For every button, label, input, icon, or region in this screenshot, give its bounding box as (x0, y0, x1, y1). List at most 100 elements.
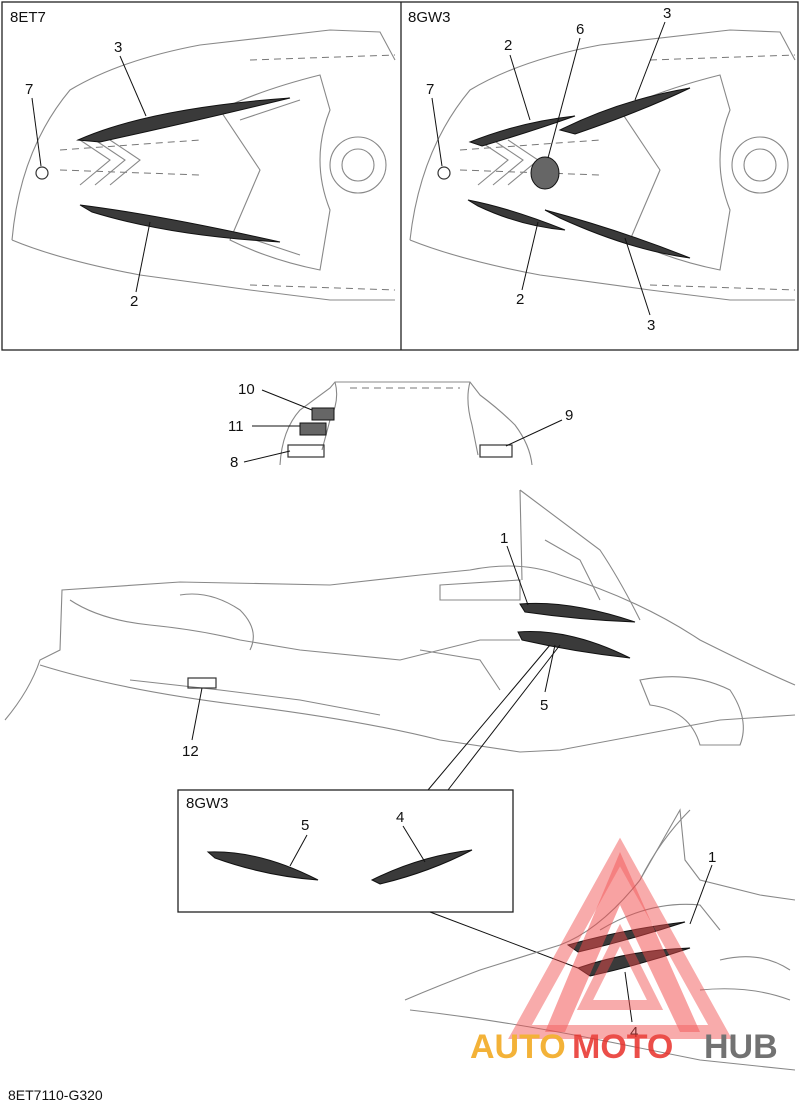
decal-2-upper (468, 115, 576, 147)
body-outline-top (4, 565, 796, 721)
top-panels: 8ET7 3 7 2 8GW3 (1, 1, 799, 351)
leader-8 (243, 450, 291, 463)
decal-10 (311, 407, 335, 421)
leader-s1 (506, 545, 529, 606)
inset-frame (177, 789, 514, 913)
watermark-triangle-outer (545, 852, 700, 1032)
decal-5-side (517, 631, 631, 659)
decal-2 (79, 204, 281, 243)
inset-panel: 8GW3 5 4 (177, 789, 579, 969)
callout-i5: 5 (301, 817, 309, 834)
leader-i5 (289, 834, 308, 867)
decal-2-lower (467, 199, 566, 231)
windshield-frame (219, 74, 331, 271)
right-panel-hood: 8GW3 2 6 3 7 2 3 (408, 5, 796, 334)
watermark-text-moto: MOTO (572, 1028, 673, 1066)
side-panel-lines (129, 649, 501, 716)
leader-9 (505, 419, 563, 447)
leader-r3a (634, 21, 666, 101)
decal-1-side (519, 602, 636, 623)
leader-r2b (521, 221, 539, 291)
callout-b4: 4 (630, 1024, 638, 1041)
leader-b4 (624, 971, 633, 1023)
headlight-ring (329, 136, 387, 194)
detail-outline-bottom (409, 1009, 796, 1071)
watermark-text-hub: HUB (704, 1028, 778, 1066)
panel-code-left: 8ET7 (10, 9, 46, 26)
diagram-code: 8ET7110-G320 (8, 1087, 103, 1103)
callout-s12: 12 (182, 743, 199, 760)
callout-r2b: 2 (516, 291, 524, 308)
leader-10 (261, 389, 313, 411)
hood-outline-lower-r (409, 239, 795, 301)
seat-bolster (179, 593, 254, 651)
side-view-snowmobile: 1 5 12 (4, 489, 796, 791)
headlight-inner (341, 148, 375, 182)
windshield-inner (239, 99, 301, 256)
leader-r7 (431, 97, 443, 167)
left-panel-hood: 8ET7 3 7 2 (10, 9, 396, 310)
decal-9 (479, 444, 513, 458)
emblem-spot-7-r (437, 166, 451, 180)
inset-link-c (429, 911, 579, 969)
leader-i4 (402, 825, 426, 863)
top-panel-frame (1, 1, 799, 351)
seat-line (69, 599, 520, 661)
callout-11: 11 (228, 418, 244, 435)
decal-11 (299, 422, 327, 436)
callout-7: 7 (25, 81, 33, 98)
windshield-frame-r (619, 74, 731, 271)
leader-s12 (191, 687, 203, 741)
leader-7 (31, 97, 42, 167)
hood-outline-upper (11, 29, 396, 241)
detail-side-lines (699, 956, 791, 1001)
body-outline-bottom (39, 664, 796, 753)
callout-r3a: 3 (663, 5, 671, 22)
callout-i4: 4 (396, 809, 404, 826)
automotohub-watermark: AUTO MOTO HUB (470, 837, 778, 1066)
decal-3-lower (544, 209, 691, 259)
inset-code: 8GW3 (186, 795, 229, 812)
decal-3 (76, 97, 291, 143)
hood-outline-lower (11, 239, 395, 301)
ski-front (639, 676, 744, 746)
inset-decal-4 (370, 849, 473, 885)
hood-chevrons (79, 139, 141, 186)
callout-r2a: 2 (504, 37, 512, 54)
callout-r6: 6 (576, 21, 584, 38)
callout-10: 10 (238, 381, 255, 398)
leader-s5 (544, 644, 556, 693)
callout-r3b: 3 (647, 317, 655, 334)
leader-r6 (547, 37, 581, 159)
callout-9: 9 (565, 407, 573, 424)
inset-decal-5 (206, 851, 319, 881)
leader-2 (135, 221, 151, 293)
watermark-text-auto: AUTO (470, 1028, 566, 1066)
callout-3: 3 (114, 39, 122, 56)
emblem-spot-7 (35, 166, 49, 180)
callout-b1: 1 (708, 849, 716, 866)
leader-r3b (624, 237, 651, 316)
callout-s1: 1 (500, 530, 508, 547)
dash-panel (439, 579, 521, 601)
callout-8: 8 (230, 454, 238, 471)
leader-b1 (689, 864, 713, 925)
headlight-ring-r (731, 136, 789, 194)
watermark-triangle (508, 837, 732, 1039)
rear-inner (321, 381, 479, 456)
leader-r2a (509, 54, 531, 121)
callout-s5: 5 (540, 697, 548, 714)
hood-outline-upper-r (409, 29, 796, 241)
callout-r7: 7 (426, 81, 434, 98)
inset-link-b (447, 644, 561, 791)
panel-code-right: 8GW3 (408, 9, 451, 26)
decal-8 (287, 444, 325, 458)
inset-link-a (427, 644, 551, 791)
rear-view: 10 11 8 9 (228, 381, 573, 471)
windshield-side (519, 489, 641, 621)
hood-dashed-lines-r (459, 54, 796, 291)
watermark-triangle-inner (576, 923, 664, 1010)
callout-2: 2 (130, 293, 138, 310)
emblem-6 (530, 156, 560, 190)
